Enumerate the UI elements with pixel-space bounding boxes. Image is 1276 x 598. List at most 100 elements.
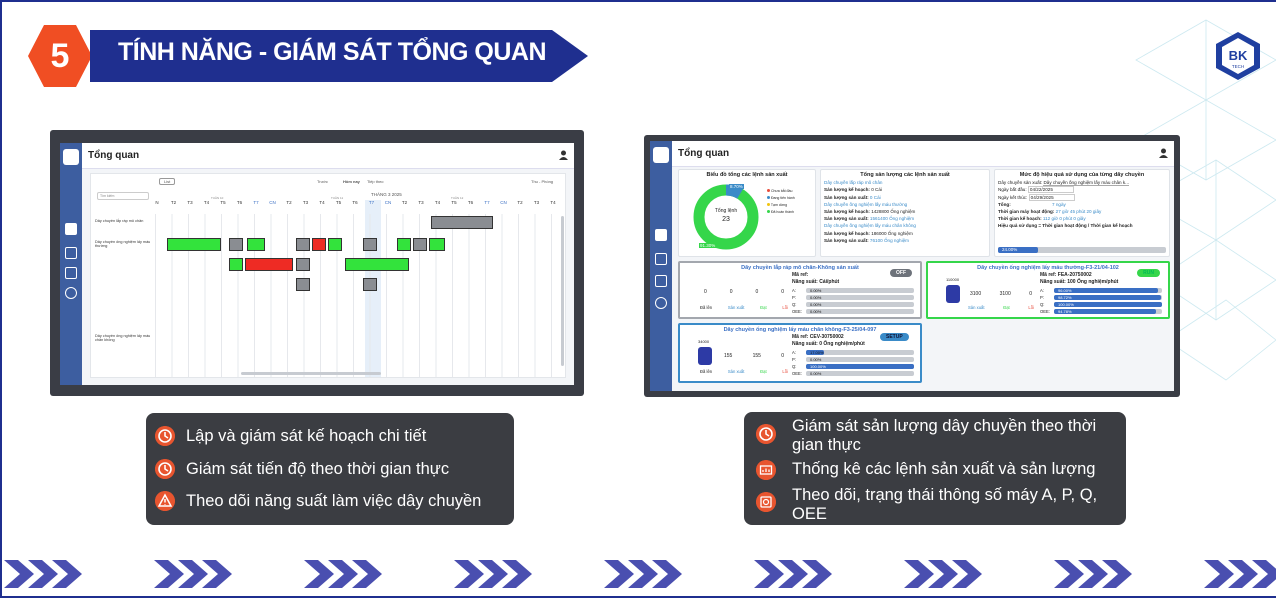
task-bar[interactable] [312, 238, 326, 251]
section-number-badge [28, 25, 92, 87]
task-bar[interactable] [245, 258, 293, 271]
line-select[interactable]: Dây chuyền ống nghiệm lấy máu chân k... [1043, 180, 1130, 187]
chart-legend: Chưa bắt đầu Đang tiến hành Tạm dừng Đã … [767, 188, 795, 216]
app-header: Tổng quan [672, 141, 1174, 167]
metric-row: A:17.00% [792, 349, 920, 356]
output-plan-label: Sản lượng kế hoạch: [824, 209, 870, 215]
task-bar[interactable] [229, 258, 243, 271]
efficiency-bar: 24.00% [998, 247, 1166, 253]
donut-bottom-percent: 91.30% [699, 243, 717, 248]
dashboard-app-window: Tổng quan Biểu đồ tổng các lệnh sản xuất… [650, 141, 1174, 391]
task-bar[interactable] [397, 238, 411, 251]
gantt-toolbar: List Trước Hôm nay Tiếp theo Thu - Phóng [91, 174, 565, 190]
metric-value: 0.00% [810, 288, 822, 293]
gantt-grid [155, 214, 565, 377]
start-date-input[interactable]: 04/22/2025 [1027, 186, 1074, 194]
line-title: Dây chuyền ống nghiệm lấy máu chân không… [723, 327, 877, 333]
count-label: Sản xuất [968, 305, 985, 310]
status-badge: SETUP [880, 333, 909, 341]
report-icon[interactable] [65, 267, 77, 279]
line-card-normal-tube[interactable]: Dây chuyền ống nghiệm lấy máu thường-F3-… [926, 261, 1170, 319]
dashboard-screenshot-panel: Tổng quan Biểu đồ tổng các lệnh sản xuất… [644, 135, 1180, 397]
donut-top-percent: 8.70% [729, 184, 744, 189]
search-placeholder: Tìm kiếm [100, 194, 115, 198]
gantt-app-window: Tổng quan List Trước Hôm nay Tiếp theo T… [60, 143, 574, 385]
plan-icon[interactable] [65, 247, 77, 259]
horizontal-scrollbar[interactable] [241, 372, 381, 375]
chevron-shape [628, 560, 658, 588]
dashboard-icon[interactable] [65, 223, 77, 235]
task-bar[interactable] [167, 238, 221, 251]
task-bar[interactable] [429, 238, 445, 251]
status-badge: OFF [890, 269, 912, 277]
line-card-vacuum-tube[interactable]: Dây chuyền ống nghiệm lấy máu chân không… [678, 323, 922, 383]
count-label: Đạt [760, 369, 767, 374]
month-label: THÁNG 3 2025 [371, 192, 402, 197]
today-button[interactable]: Hôm nay [343, 179, 360, 184]
clock-icon [756, 424, 776, 444]
list-button[interactable]: List [159, 178, 176, 185]
day-header-cell: T4 [550, 200, 556, 205]
row-label-normal-tube[interactable]: Dây chuyền ống nghiệm lấy máu thường [95, 240, 151, 248]
metric-label: P: [1040, 295, 1044, 300]
day-header-cell: T4 [319, 200, 325, 205]
task-bar[interactable] [229, 238, 243, 251]
zoom-control[interactable]: Thu - Phóng [531, 179, 554, 184]
end-date-input[interactable]: 04/29/2025 [1028, 193, 1075, 201]
app-title: Tổng quan [678, 148, 730, 159]
metric-bar: 0.00% [806, 302, 914, 307]
chevron-shape [952, 560, 982, 588]
output-actual-label: Sản lượng sản xuất: [824, 194, 869, 200]
day-header-cell: T6 [352, 200, 358, 205]
plan-icon[interactable] [655, 253, 667, 265]
chevron-shape [154, 560, 184, 588]
run-time-label: Thời gian máy hoạt động: [998, 209, 1055, 215]
chevron-shape [304, 560, 334, 588]
metric-label: P: [792, 295, 796, 300]
task-bar[interactable] [296, 238, 310, 251]
search-box[interactable]: Tìm kiếm [97, 192, 149, 200]
chevron-shape [4, 560, 34, 588]
day-header-cell: T2 [170, 200, 177, 205]
row-label-assembly[interactable]: Dây chuyền lắp ráp mô chân [95, 219, 144, 223]
line-card-assembly[interactable]: Dây chuyền lắp ráp mô chân-Không sản xuấ… [678, 261, 922, 319]
task-bar[interactable] [247, 238, 265, 251]
metric-row: Q:100.00% [792, 363, 920, 370]
vertical-scrollbar[interactable] [561, 216, 564, 366]
task-bar[interactable] [431, 216, 493, 229]
row-label-vacuum-tube[interactable]: Dây chuyền ống nghiệm lấy máu chân không [95, 334, 151, 342]
metric-bar: 98.72% [1054, 295, 1162, 300]
task-bar[interactable] [345, 258, 409, 271]
run-time-value: 27 giờ 45 phút 20 giây [1055, 209, 1102, 215]
task-bar[interactable] [363, 278, 377, 291]
week-label-10: TUẦN 10 [211, 196, 224, 200]
task-bar[interactable] [296, 258, 310, 271]
dashboard-icon[interactable] [655, 229, 667, 241]
report-icon[interactable] [655, 275, 667, 287]
metric-list: A:0.00%P:0.00%Q:0.00%OEE:0.00% [792, 287, 920, 315]
user-icon[interactable] [559, 150, 568, 160]
metric-row: P:0.00% [792, 356, 920, 363]
output-plan-value: 186000 Ống nghiệm [871, 230, 913, 236]
day-header-cell: T3 [533, 200, 540, 205]
metric-label: Q: [792, 364, 797, 369]
output-plan-value: 1428800 Ống nghiệm [871, 209, 916, 215]
task-bar[interactable] [413, 238, 427, 251]
next-button[interactable]: Tiếp theo [367, 179, 384, 184]
task-bar[interactable] [296, 278, 310, 291]
plan-time-value: 112 giờ 0 phút 0 giây [1042, 216, 1086, 222]
task-bar[interactable] [363, 238, 377, 251]
prev-button[interactable]: Trước [317, 179, 328, 184]
output-group-name: Dây chuyền ống nghiệm lấy máu thường [824, 201, 908, 207]
user-settings-icon[interactable] [65, 287, 77, 299]
feature-text: Thống kê các lệnh sản xuất và sản lượng [792, 460, 1096, 478]
task-bar[interactable] [328, 238, 342, 251]
user-icon[interactable] [1159, 148, 1168, 158]
svg-text:BK: BK [1229, 48, 1248, 63]
chevron-shape [1228, 560, 1258, 588]
user-settings-icon[interactable] [655, 297, 667, 309]
ref-code: Mã ref: CEV-30750002 [792, 334, 844, 340]
output-actual-label: Sản lượng sản xuất: [824, 216, 869, 222]
day-header-cell: T6 [236, 200, 243, 205]
